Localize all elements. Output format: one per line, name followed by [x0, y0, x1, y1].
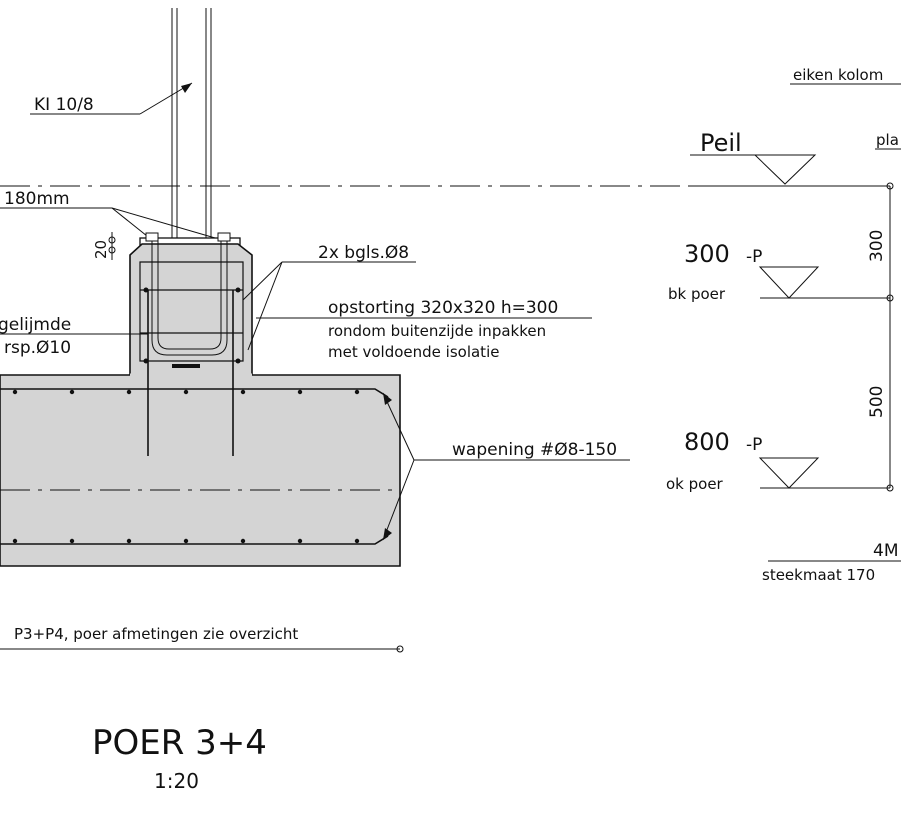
vertical-dimension: 300 500 — [867, 182, 894, 492]
dim-300-label: 300 — [867, 230, 887, 262]
oak-column-callout: eiken kolom — [790, 66, 901, 85]
reinforcement-callout: wapening #Ø8-150 — [382, 392, 630, 541]
anchor-bolt-callout: KI 10/8 — [30, 82, 193, 115]
ok-label: ok poer — [666, 475, 724, 493]
footing — [0, 374, 401, 567]
pour-label-3: met voldoende isolatie — [328, 343, 499, 361]
starter-bars — [147, 290, 234, 456]
stirrups — [139, 261, 244, 368]
peil-label: Peil — [700, 129, 742, 157]
dim-180-label: 180mm — [4, 189, 70, 209]
pla-label: pla — [876, 131, 899, 149]
glued-label: gelijmde — [0, 315, 71, 335]
drawing-title: POER 3+4 1:20 — [92, 723, 267, 793]
pla-callout: pla — [875, 131, 901, 150]
level-peil: Peil — [690, 129, 890, 187]
level-300-label: 300 — [684, 240, 730, 268]
grid-mark: 4M steekmaat 170 — [762, 541, 901, 584]
dim-20: 20 — [92, 232, 116, 260]
grid-pitch-label: steekmaat 170 — [762, 566, 875, 584]
title-label: POER 3+4 — [92, 723, 267, 763]
overview-note-label: P3+P4, poer afmetingen zie overzicht — [14, 625, 298, 643]
dim-20-label: 20 — [92, 240, 110, 259]
grid-mark-label: 4M — [873, 541, 898, 561]
anchor-bolt-u — [145, 232, 231, 356]
glued-bars-callout: gelijmde rsp.Ø10 — [0, 315, 148, 358]
level-300: 300 -P bk poer — [668, 240, 890, 303]
oak-column-label: eiken kolom — [793, 66, 883, 84]
level-800: 800 -P ok poer — [666, 428, 890, 493]
level-800-label: 800 — [684, 428, 730, 456]
stirrups-callout: 2x bgls.Ø8 — [242, 243, 416, 351]
pour-label-2: rondom buitenzijde inpakken — [328, 322, 546, 340]
bk-label: bk poer — [668, 285, 726, 303]
overview-note: P3+P4, poer afmetingen zie overzicht — [0, 625, 404, 653]
pour-callout: opstorting 320x320 h=300 rondom buitenzi… — [256, 298, 592, 361]
anchor-bolt-label: KI 10/8 — [34, 95, 94, 115]
scale-label: 1:20 — [154, 769, 199, 793]
column-lines — [171, 8, 212, 240]
pour-label-1: opstorting 320x320 h=300 — [328, 298, 558, 318]
glued-sp-label: rsp.Ø10 — [4, 338, 71, 358]
dim-500-label: 500 — [867, 386, 887, 418]
dim-180-callout: 180mm — [0, 189, 223, 241]
reinforcement-label: wapening #Ø8-150 — [452, 440, 617, 460]
level-300-suffix: -P — [746, 247, 762, 267]
level-800-suffix: -P — [746, 435, 762, 455]
stirrups-label: 2x bgls.Ø8 — [318, 243, 409, 263]
